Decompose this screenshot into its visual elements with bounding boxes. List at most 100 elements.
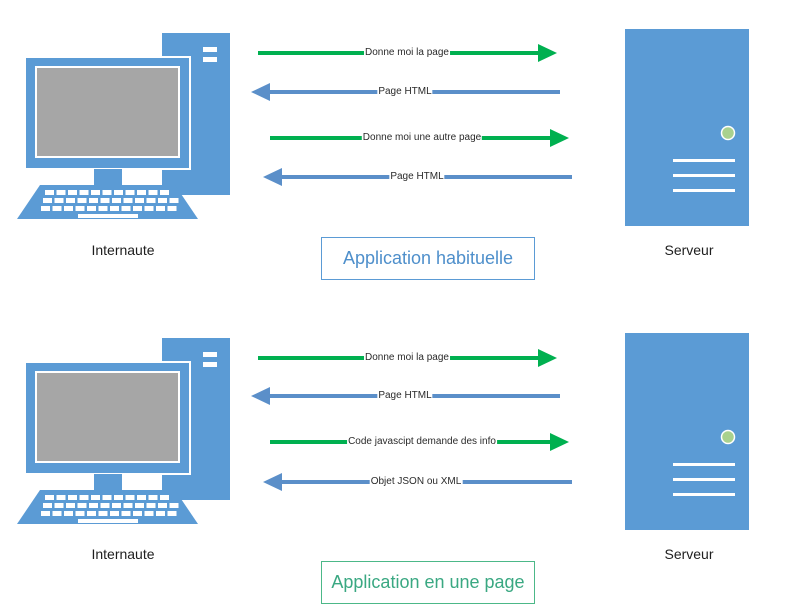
keyboard-key xyxy=(110,206,119,211)
computer-icon xyxy=(17,338,230,524)
keyboard-key xyxy=(167,511,177,516)
arrow-label-request-2: Code javascipt demande des info xyxy=(347,436,497,448)
server-label: Serveur xyxy=(664,546,714,562)
keyboard-key xyxy=(68,190,77,195)
keyboard-key xyxy=(158,503,167,508)
keyboard-key xyxy=(43,198,52,203)
keyboard-key xyxy=(64,206,73,211)
keyboard-key xyxy=(89,503,98,508)
keyboard-key xyxy=(66,503,75,508)
tower-slot xyxy=(203,362,217,367)
keyboard-key xyxy=(98,511,108,516)
keyboard-key xyxy=(91,495,100,500)
keyboard-key xyxy=(77,198,87,203)
keyboard-key xyxy=(148,495,158,500)
tower-slot xyxy=(203,57,217,62)
app-type-box-standard: Application habituelle xyxy=(321,237,535,280)
arrow-label-response-1: Page HTML xyxy=(377,390,433,402)
keyboard-key xyxy=(56,495,66,500)
keyboard-key xyxy=(41,511,50,516)
keyboard-key xyxy=(121,511,131,516)
keyboard-keys xyxy=(41,495,179,523)
keyboard-key xyxy=(156,206,165,211)
keyboard-key xyxy=(87,206,96,211)
keyboard-key xyxy=(160,495,169,500)
keyboard-key xyxy=(125,190,135,195)
keyboard-key xyxy=(100,198,110,203)
keyboard-key xyxy=(98,206,108,211)
keyboard-key xyxy=(52,511,62,516)
keyboard-key xyxy=(56,190,66,195)
section-art xyxy=(17,333,749,530)
keyboard-key xyxy=(89,198,98,203)
keyboard-key xyxy=(54,198,64,203)
keyboard-key xyxy=(66,198,75,203)
server-vent xyxy=(673,463,735,466)
keyboard-key xyxy=(144,511,154,516)
monitor-screen xyxy=(35,66,180,158)
keyboard-key xyxy=(167,206,177,211)
arrow-label-request-1: Donne moi la page xyxy=(364,352,450,364)
client-label: Internaute xyxy=(91,242,155,258)
keyboard-key xyxy=(110,511,119,516)
keyboard-key xyxy=(123,503,133,508)
keyboard-key xyxy=(79,495,89,500)
keyboard-key xyxy=(77,503,87,508)
server-vent xyxy=(673,159,735,162)
keyboard-key xyxy=(64,511,73,516)
keyboard-key xyxy=(91,190,100,195)
arrow-label-response-1: Page HTML xyxy=(377,86,433,98)
server-vent xyxy=(673,189,735,192)
keyboard-key xyxy=(68,495,77,500)
keyboard-key xyxy=(41,206,50,211)
keyboard-key xyxy=(114,190,123,195)
keyboard-key xyxy=(169,503,179,508)
arrow-label-response-2: Objet JSON ou XML xyxy=(369,476,463,488)
monitor-stand xyxy=(94,169,122,185)
computer-icon xyxy=(17,33,230,219)
keyboard-spacebar xyxy=(78,519,138,523)
keyboard-key xyxy=(75,511,85,516)
keyboard-key xyxy=(133,511,142,516)
server-label: Serveur xyxy=(664,242,714,258)
keyboard-key xyxy=(169,198,179,203)
keyboard-key xyxy=(146,198,156,203)
arrow-label-request-1: Donne moi la page xyxy=(364,47,450,59)
keyboard-key xyxy=(137,495,146,500)
keyboard-key xyxy=(135,503,144,508)
diagram-section-standard: Donne moi la page Page HTML Donne moi un… xyxy=(17,29,749,280)
keyboard-spacebar xyxy=(78,214,138,218)
tower-slot xyxy=(203,352,217,357)
keyboard-key xyxy=(54,503,64,508)
keyboard-key xyxy=(158,198,167,203)
keyboard-key xyxy=(75,206,85,211)
tower-slot xyxy=(203,47,217,52)
client-label: Internaute xyxy=(91,546,155,562)
server-vent xyxy=(673,174,735,177)
server-led xyxy=(720,429,736,445)
keyboard-key xyxy=(146,503,156,508)
server-icon xyxy=(625,29,749,226)
keyboard-key xyxy=(156,511,165,516)
monitor-stand xyxy=(94,474,122,490)
keyboard-key xyxy=(121,206,131,211)
keyboard-keys xyxy=(41,190,179,218)
keyboard-key xyxy=(144,206,154,211)
keyboard-key xyxy=(102,190,112,195)
keyboard-key xyxy=(137,190,146,195)
server-vent xyxy=(673,493,735,496)
server-led xyxy=(720,125,736,141)
keyboard-key xyxy=(160,190,169,195)
keyboard-key xyxy=(148,190,158,195)
server-vent xyxy=(673,478,735,481)
server-icon xyxy=(625,333,749,530)
keyboard-key xyxy=(135,198,144,203)
keyboard-key xyxy=(125,495,135,500)
keyboard-key xyxy=(114,495,123,500)
arrow-label-response-2: Page HTML xyxy=(389,171,445,183)
keyboard-key xyxy=(45,495,54,500)
keyboard-key xyxy=(100,503,110,508)
keyboard-key xyxy=(79,190,89,195)
app-type-box-spa: Application en une page xyxy=(321,561,535,604)
keyboard-key xyxy=(133,206,142,211)
